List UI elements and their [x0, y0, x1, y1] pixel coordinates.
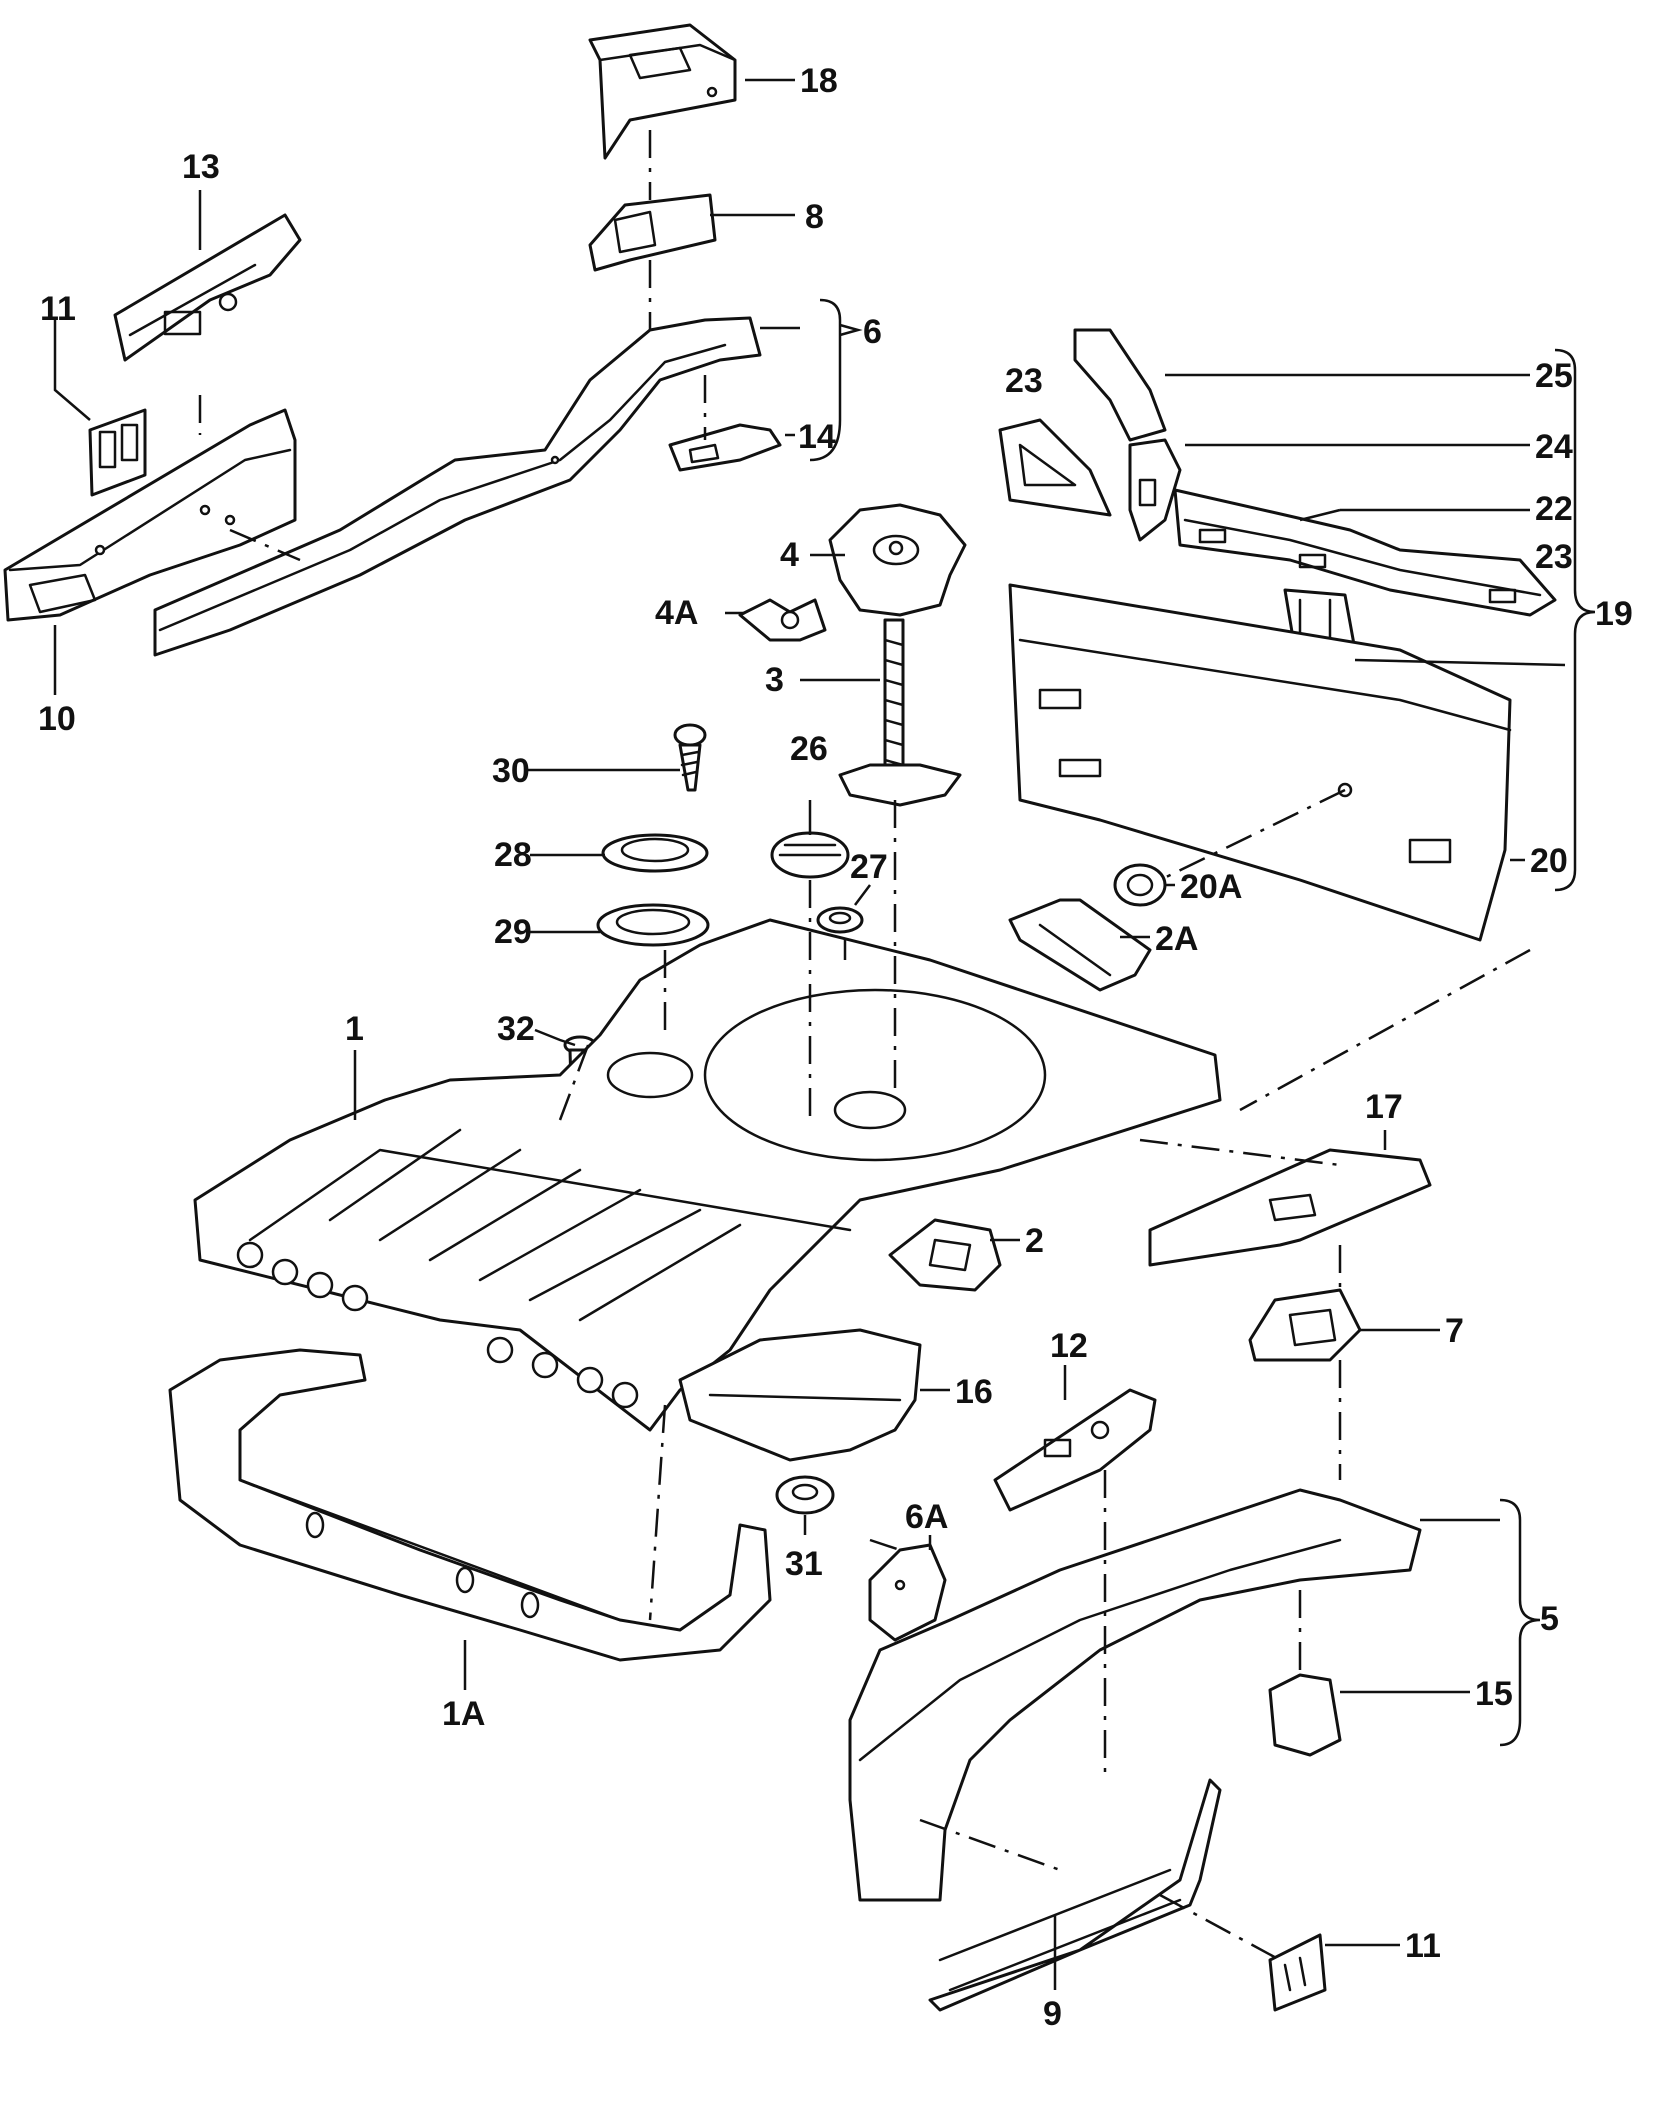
- callout-23-left: 23: [1005, 362, 1043, 400]
- part-29-ring: [596, 903, 710, 947]
- part-10-member: [3, 408, 297, 622]
- callout-20: 20: [1530, 842, 1568, 880]
- callout-2A: 2A: [1155, 920, 1198, 958]
- part-1-floor-pan: [193, 918, 1222, 1432]
- part-18-bracket: [588, 23, 737, 160]
- part-23-gusset: [998, 418, 1112, 517]
- part-20A-grommet: [1113, 863, 1167, 907]
- callout-8: 8: [805, 198, 824, 236]
- part-9-member: [928, 1778, 1222, 2012]
- callout-labels: 18 13 8 6 11 14 10 4 4A 3 30 26 28 27 29…: [38, 62, 1633, 2033]
- part-6-rail: [153, 316, 762, 657]
- callout-9: 9: [1043, 1995, 1062, 2033]
- part-15-bracket: [1268, 1673, 1342, 1757]
- callout-18: 18: [800, 62, 838, 100]
- callout-1A: 1A: [442, 1695, 485, 1733]
- part-24-bracket: [1128, 438, 1182, 542]
- part-11-plate-top: [88, 408, 147, 497]
- callout-30: 30: [492, 752, 530, 790]
- part-4A-wingnut: [738, 598, 827, 642]
- callout-29: 29: [494, 913, 532, 951]
- callout-5: 5: [1540, 1600, 1559, 1638]
- part-16-tray: [678, 1328, 922, 1462]
- callout-11-top: 11: [40, 290, 76, 328]
- callout-25: 25: [1535, 357, 1573, 395]
- callout-13: 13: [182, 148, 220, 186]
- part-14-clip: [668, 423, 782, 472]
- part-30-screw: [673, 723, 707, 792]
- callout-17: 17: [1365, 1088, 1403, 1126]
- callout-22: 22: [1535, 490, 1573, 528]
- callout-32: 32: [497, 1010, 535, 1048]
- callout-2: 2: [1025, 1222, 1044, 1260]
- part-20-panel: [1008, 583, 1512, 942]
- callout-4A: 4A: [655, 594, 698, 632]
- callout-27: 27: [850, 848, 888, 886]
- callout-6A: 6A: [905, 1498, 948, 1536]
- callout-24: 24: [1535, 428, 1573, 466]
- part-13-member: [113, 213, 302, 362]
- assembly-lines: [198, 130, 1531, 1962]
- callout-14: 14: [798, 418, 836, 456]
- callout-16: 16: [955, 1373, 993, 1411]
- callout-31: 31: [785, 1545, 823, 1583]
- part-7-mount: [1248, 1288, 1362, 1362]
- callout-10: 10: [38, 700, 76, 738]
- callout-28: 28: [494, 836, 532, 874]
- callout-26: 26: [790, 730, 828, 768]
- callout-19: 19: [1595, 595, 1633, 633]
- callout-15: 15: [1475, 1675, 1513, 1713]
- part-2A-bracket: [1008, 898, 1152, 992]
- callout-4: 4: [780, 536, 799, 574]
- callout-7: 7: [1445, 1312, 1464, 1350]
- part-31-grommet: [775, 1475, 835, 1515]
- callout-20A: 20A: [1180, 868, 1242, 906]
- part-22-rail: [1173, 488, 1557, 617]
- part-3-rod: [838, 618, 962, 807]
- part-26-cover: [770, 831, 850, 879]
- callout-12: 12: [1050, 1327, 1088, 1365]
- callout-23-right: 23: [1535, 538, 1573, 576]
- part-2-cover: [888, 1218, 1002, 1292]
- part-11-plate-bottom: [1268, 1933, 1327, 2012]
- part-1A-crossmember: [168, 1348, 772, 1662]
- part-8-mount: [588, 193, 717, 272]
- part-25-pillar: [1073, 328, 1167, 442]
- part-5-rail: [848, 1488, 1422, 1902]
- callout-6: 6: [863, 313, 882, 351]
- part-28-ring: [601, 833, 709, 873]
- callout-11-bottom: 11: [1405, 1927, 1441, 1965]
- part-12-member: [993, 1388, 1157, 1512]
- part-6A-bracket: [868, 1543, 947, 1642]
- part-4-cap: [828, 503, 967, 617]
- part-17-bracket: [1148, 1148, 1432, 1267]
- leader-lines: [53, 78, 1596, 1990]
- callout-1: 1: [345, 1010, 364, 1048]
- part-27-grommet: [816, 906, 864, 934]
- callout-3: 3: [765, 661, 784, 699]
